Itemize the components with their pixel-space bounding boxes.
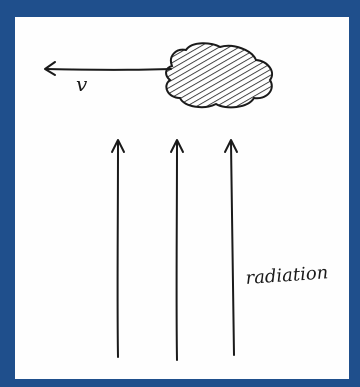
radiation-label: radiation (245, 262, 329, 289)
radiation-arrow-left (111, 139, 125, 358)
velocity-arrow (44, 61, 172, 76)
velocity-label: v (76, 72, 88, 96)
radiation-arrow-middle (170, 139, 184, 361)
hatched-cloud-icon (165, 42, 274, 109)
radiation-arrow-right (224, 139, 238, 356)
